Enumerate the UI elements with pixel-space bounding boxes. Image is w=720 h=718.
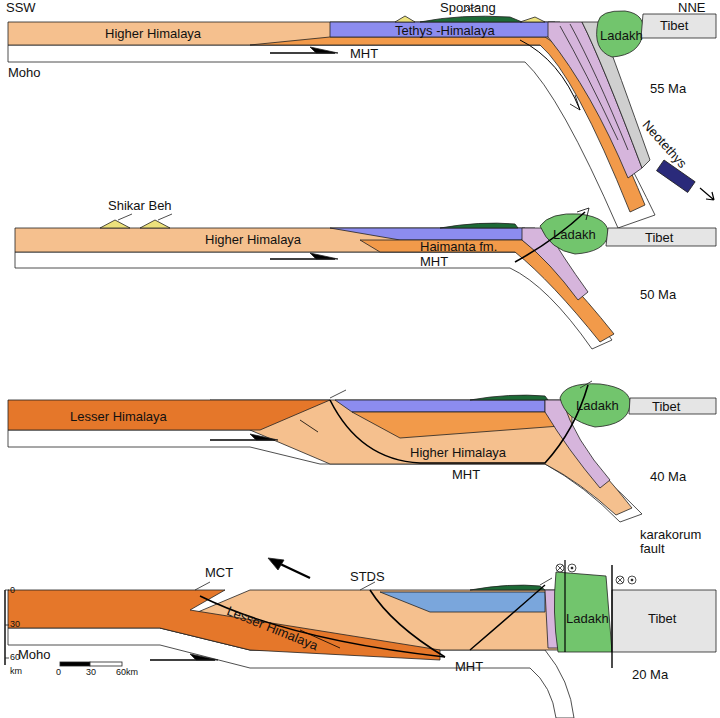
region-label: Ladakh (553, 228, 596, 242)
region-label: Higher Himalaya (410, 446, 506, 460)
region-label: Ladakh (566, 612, 609, 626)
region-label: 0 (10, 586, 15, 595)
region-label: Spontang (440, 1, 496, 15)
panel-20 (5, 558, 716, 718)
region-label: 40 Ma (650, 470, 686, 484)
panel-40 (8, 381, 716, 522)
region-label: 20 Ma (632, 668, 668, 682)
region-label: MHT (420, 255, 448, 269)
region-label: 50 Ma (640, 288, 676, 302)
region-label: NNE (678, 1, 705, 15)
region-label: MHT (350, 47, 378, 61)
region-label: Ladakh (600, 29, 643, 43)
region-label: km (10, 667, 22, 676)
region-label: Moho (18, 648, 51, 662)
region-label: Tethys -Himalaya (395, 24, 495, 38)
region-label: Tibet (645, 231, 673, 245)
region-label: SSW (6, 1, 36, 15)
region-label: Ladakh (576, 399, 619, 413)
region-label: Haimanta fm. (420, 240, 497, 254)
region-label: 60km (116, 668, 138, 677)
region-label: 30 (10, 620, 20, 629)
region-label: Shikar Beh (108, 199, 172, 213)
region-label: Lesser Himalaya (70, 410, 167, 424)
region-label: Tibet (652, 400, 680, 414)
panel-50 (15, 208, 716, 349)
region-label: Tibet (660, 19, 688, 33)
region-label: Higher Himalaya (105, 27, 201, 41)
region-label: 0 (56, 668, 61, 677)
region-label: Tibet (648, 612, 676, 626)
region-label: 30 (86, 668, 96, 677)
region-label: 55 Ma (650, 82, 686, 96)
region-label: MCT (205, 566, 233, 580)
region-label: STDS (350, 570, 385, 584)
region-label: Moho (8, 66, 41, 80)
panel-55 (8, 6, 716, 228)
region-label: 60 (10, 653, 20, 662)
region-label: MHT (452, 468, 480, 482)
region-label: Higher Himalaya (205, 233, 301, 247)
region-label: MHT (455, 660, 483, 674)
region-label: karakorum fault (640, 528, 712, 555)
